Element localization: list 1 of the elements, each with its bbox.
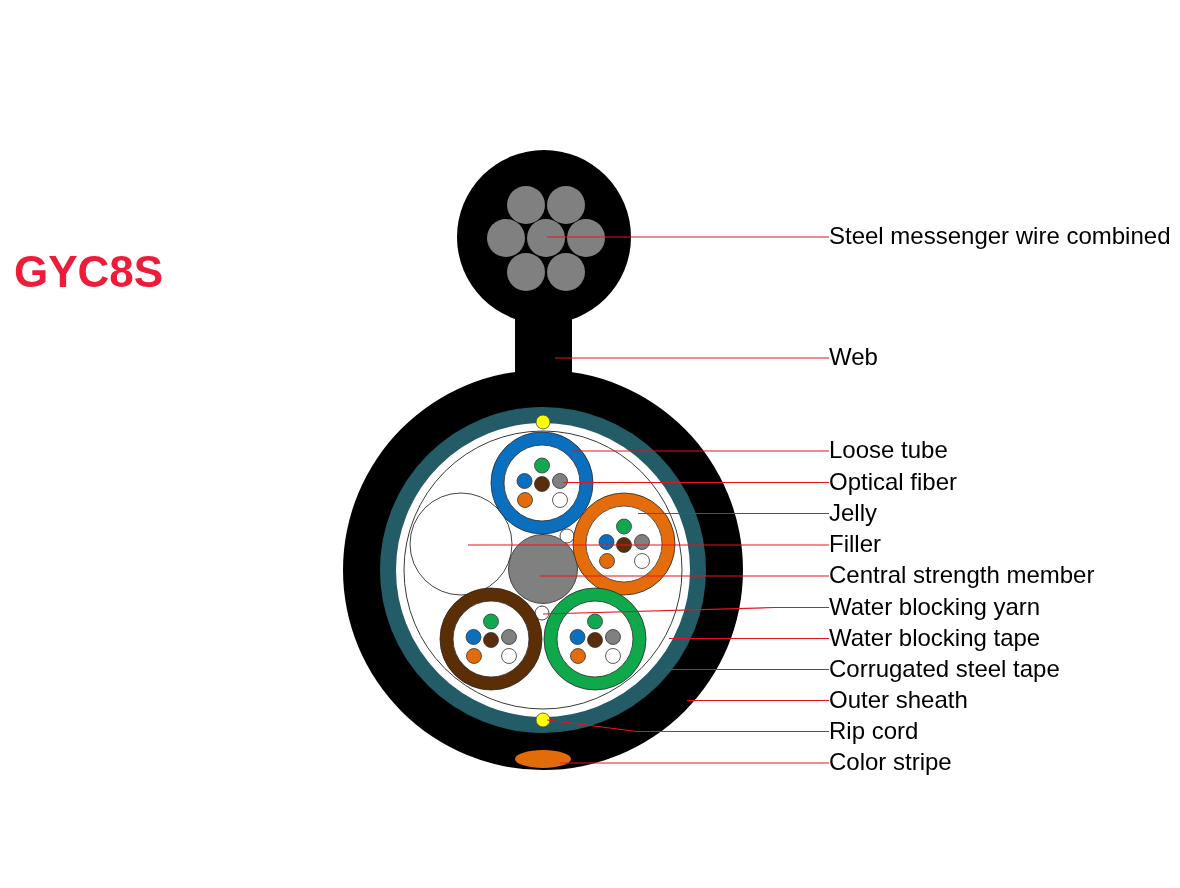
- diagram-title: GYC8S: [14, 250, 164, 294]
